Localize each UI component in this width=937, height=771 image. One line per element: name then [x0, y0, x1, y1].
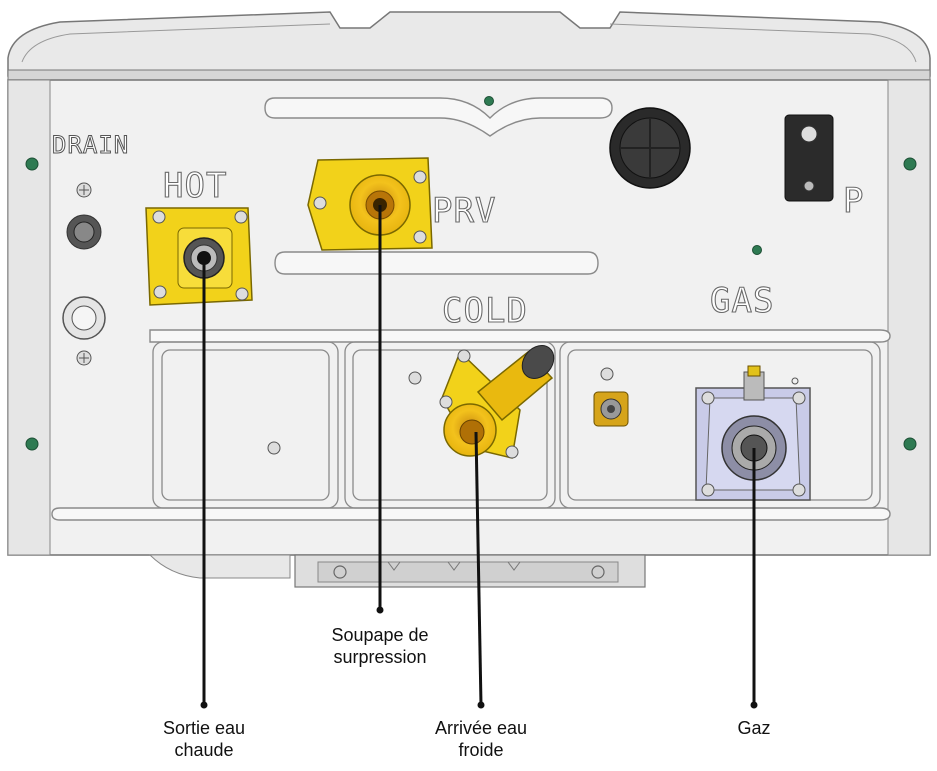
label-cold: COLD: [442, 291, 528, 331]
hot-outlet-fitting: [145, 207, 253, 306]
pressure-port-bracket: [784, 114, 834, 202]
cable-grommet: [609, 107, 691, 189]
pressure-relief-valve-fitting: [307, 157, 433, 251]
bottom-bracket: [148, 554, 646, 588]
cold-inlet-fitting: [439, 345, 555, 459]
leader-cold-inlet: [474, 431, 483, 706]
small-sensor: [593, 391, 629, 427]
drain-fittings: [62, 182, 106, 366]
caption-gas: Gaz: [737, 718, 771, 738]
top-cap: [7, 11, 931, 81]
label-hot: HOT: [163, 166, 227, 206]
panel-screws: [267, 367, 799, 455]
leader-lines: [200, 205, 758, 709]
label-gas: GAS: [710, 281, 774, 321]
label-p: P: [843, 181, 864, 221]
side-screws: [25, 96, 917, 451]
label-prv: PRV: [432, 191, 496, 231]
label-drain: DRAIN: [52, 131, 129, 159]
raised-rails: [51, 97, 891, 521]
